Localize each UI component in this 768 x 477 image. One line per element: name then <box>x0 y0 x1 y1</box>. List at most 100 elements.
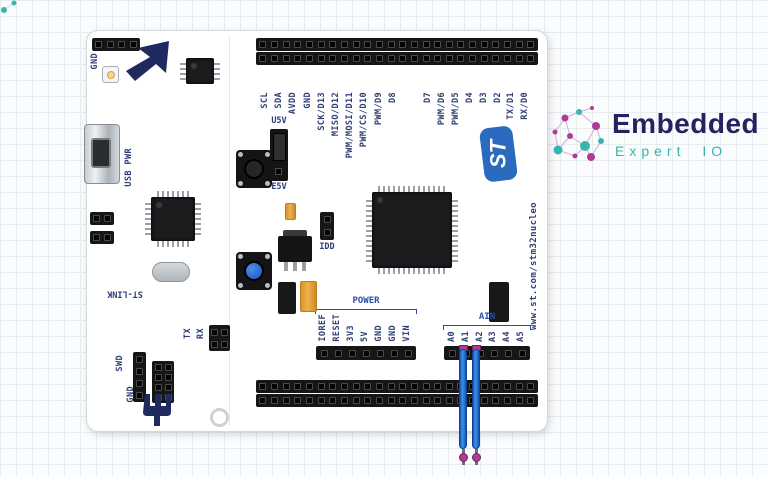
pin-hole[interactable] <box>305 397 313 404</box>
pin-hole[interactable] <box>480 397 488 404</box>
pin-hole[interactable] <box>422 41 430 48</box>
reset-button[interactable] <box>236 252 272 290</box>
pin-hole[interactable] <box>340 383 348 390</box>
pin-hole[interactable] <box>329 55 337 62</box>
pin-hole[interactable] <box>434 383 442 390</box>
pin-hole[interactable] <box>340 397 348 404</box>
pin-hole[interactable] <box>387 41 395 48</box>
pin-hole[interactable] <box>364 41 372 48</box>
pin-hole[interactable] <box>95 41 103 48</box>
pin-hole[interactable] <box>320 349 328 357</box>
pin-hole[interactable] <box>220 340 228 348</box>
pin-hole[interactable] <box>504 41 512 48</box>
jumper-cap[interactable] <box>273 133 286 161</box>
pin-hole[interactable] <box>136 355 143 363</box>
pin-hole[interactable] <box>106 41 114 48</box>
pin-hole[interactable] <box>445 397 453 404</box>
pin-hole[interactable] <box>434 55 442 62</box>
pin-hole[interactable] <box>294 41 302 48</box>
pin-hole[interactable] <box>504 397 512 404</box>
pin-hole[interactable] <box>104 234 111 241</box>
pin-hole[interactable] <box>527 397 535 404</box>
pin-hole[interactable] <box>270 397 278 404</box>
pin-hole[interactable] <box>136 391 143 399</box>
pin-hole[interactable] <box>282 41 290 48</box>
pin-hole[interactable] <box>259 41 267 48</box>
pin-hole[interactable] <box>164 363 172 371</box>
pin-hole[interactable] <box>317 55 325 62</box>
user-button-cap[interactable] <box>244 159 264 179</box>
pin-hole[interactable] <box>154 383 162 391</box>
pin-hole[interactable] <box>211 340 219 348</box>
pin-hole[interactable] <box>504 383 512 390</box>
user-button[interactable] <box>236 150 272 188</box>
pin-hole[interactable] <box>317 397 325 404</box>
pin-hole[interactable] <box>492 41 500 48</box>
pin-hole[interactable] <box>211 328 219 336</box>
pin-hole[interactable] <box>445 383 453 390</box>
stlink-top-header[interactable] <box>92 38 140 51</box>
pin-hole[interactable] <box>93 215 100 222</box>
pin-hole[interactable] <box>348 349 356 357</box>
pin-hole[interactable] <box>457 55 465 62</box>
morpho-header-top-row1[interactable] <box>256 38 538 51</box>
pin-hole[interactable] <box>154 373 162 381</box>
pin-hole[interactable] <box>515 397 523 404</box>
pin-hole[interactable] <box>362 349 370 357</box>
pin-hole[interactable] <box>329 383 337 390</box>
wire-a1-tip[interactable] <box>459 453 468 462</box>
pin-hole[interactable] <box>399 383 407 390</box>
pin-hole[interactable] <box>448 349 456 357</box>
pin-hole[interactable] <box>118 41 126 48</box>
pin-hole[interactable] <box>518 349 526 357</box>
pin-hole[interactable] <box>220 328 228 336</box>
pin-hole[interactable] <box>329 41 337 48</box>
jumper-wire-a1[interactable] <box>459 349 467 449</box>
pin-hole[interactable] <box>404 349 412 357</box>
pin-hole[interactable] <box>490 349 498 357</box>
pin-hole[interactable] <box>323 216 331 223</box>
pin-hole[interactable] <box>492 397 500 404</box>
pin-hole[interactable] <box>492 383 500 390</box>
pin-hole[interactable] <box>164 373 172 381</box>
analog-header[interactable] <box>444 346 530 360</box>
pin-hole[interactable] <box>334 349 342 357</box>
pin-hole[interactable] <box>480 41 488 48</box>
pin-hole[interactable] <box>387 55 395 62</box>
pin-hole[interactable] <box>136 379 143 387</box>
pin-hole[interactable] <box>376 349 384 357</box>
pin-hole[interactable] <box>504 55 512 62</box>
pin-hole[interactable] <box>387 383 395 390</box>
pin-hole[interactable] <box>399 397 407 404</box>
pin-hole[interactable] <box>305 55 313 62</box>
pin-hole[interactable] <box>136 367 143 375</box>
pin-hole[interactable] <box>352 397 360 404</box>
pin-hole[interactable] <box>305 383 313 390</box>
pin-hole[interactable] <box>434 41 442 48</box>
pin-hole[interactable] <box>492 55 500 62</box>
pin-hole[interactable] <box>259 383 267 390</box>
stlink-jumper-1[interactable] <box>90 212 114 225</box>
pin-hole[interactable] <box>410 383 418 390</box>
pin-hole[interactable] <box>480 383 488 390</box>
pin-hole[interactable] <box>387 397 395 404</box>
pin-hole[interactable] <box>480 55 488 62</box>
pin-hole[interactable] <box>282 397 290 404</box>
pin-hole[interactable] <box>364 383 372 390</box>
pin-hole[interactable] <box>515 383 523 390</box>
pin-hole[interactable] <box>469 41 477 48</box>
pin-hole[interactable] <box>364 397 372 404</box>
pin-hole[interactable] <box>93 234 100 241</box>
wire-a2-tip[interactable] <box>472 453 481 462</box>
pin-hole[interactable] <box>515 41 523 48</box>
pin-hole[interactable] <box>317 41 325 48</box>
pin-hole[interactable] <box>410 55 418 62</box>
pin-hole[interactable] <box>457 41 465 48</box>
pin-hole[interactable] <box>270 383 278 390</box>
stlink-jumper-2[interactable] <box>90 231 114 244</box>
power-select-jumper[interactable] <box>270 129 288 181</box>
pin-hole[interactable] <box>317 383 325 390</box>
pin-hole[interactable] <box>469 55 477 62</box>
pin-hole[interactable] <box>445 41 453 48</box>
pin-hole[interactable] <box>434 397 442 404</box>
